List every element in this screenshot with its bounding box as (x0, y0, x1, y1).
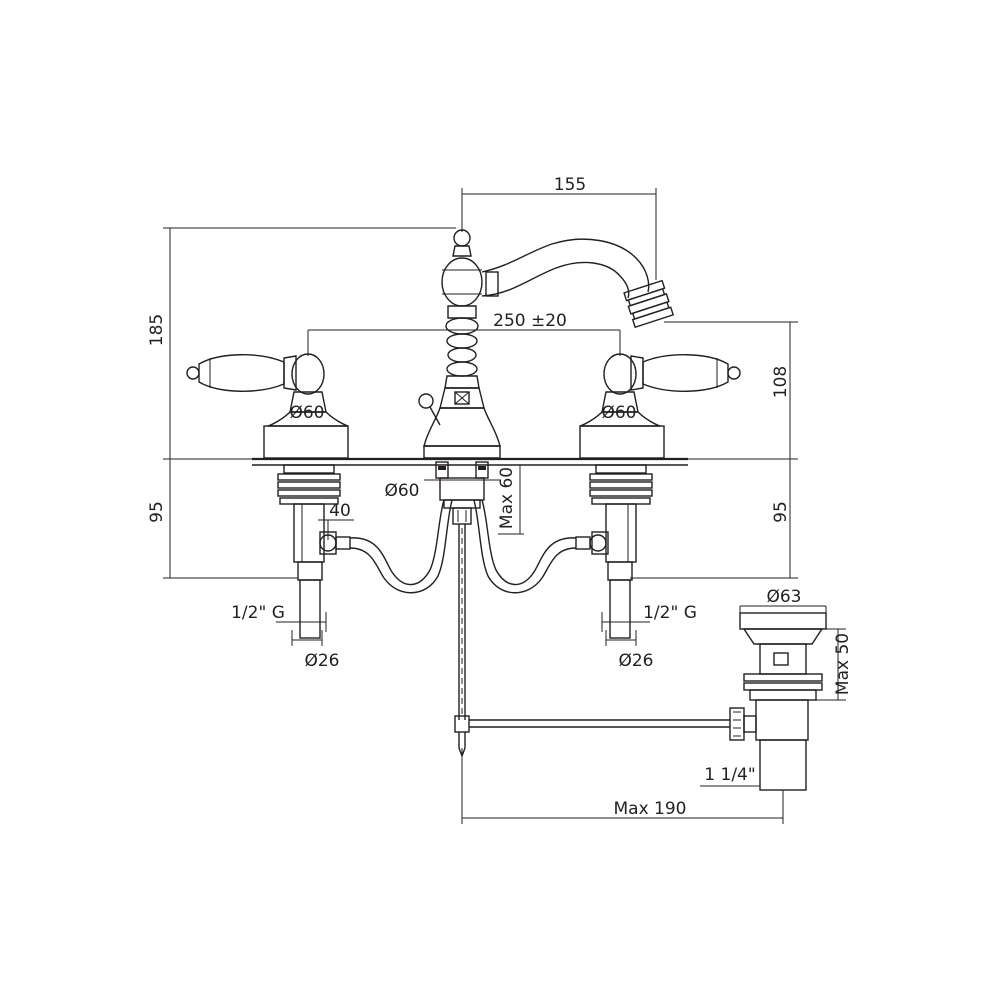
dim-left-handle-diameter: Ø60 (289, 403, 324, 423)
dim-base-diameter: Ø60 (384, 481, 419, 501)
dim-left-pipe-diameter: Ø26 (304, 651, 339, 671)
popup-rod (454, 524, 730, 758)
dim-left-thread: 1/2" G (231, 603, 285, 623)
dim-waste-thread: 1 1/4" (704, 765, 755, 785)
dim-rod-length: Max 190 (614, 799, 687, 819)
waste-assembly (729, 612, 827, 791)
right-flex-hose (473, 499, 577, 594)
dim-spout-reach: 155 (554, 175, 586, 195)
dim-right-pipe-diameter: Ø26 (618, 651, 653, 671)
left-valve-body (277, 464, 351, 639)
right-valve-body (575, 464, 653, 639)
dim-right-handle-diameter: Ø60 (601, 403, 636, 423)
dim-waste-diameter: Ø63 (766, 587, 801, 607)
spout-body (418, 229, 675, 459)
dim-right-thread: 1/2" G (643, 603, 697, 623)
dim-hose-offset: 40 (329, 501, 351, 521)
dim-waste-height: Max 50 (833, 633, 853, 695)
left-flex-hose (349, 499, 453, 594)
spout-mount (435, 461, 489, 525)
dim-left-shank: 95 (147, 501, 167, 523)
dim-overall-height: 185 (147, 314, 167, 346)
dimension-lines (163, 188, 846, 824)
dim-deck-thickness: Max 60 (497, 467, 517, 529)
dim-spout-height: 108 (771, 366, 791, 398)
dim-right-shank: 95 (771, 501, 791, 523)
left-handle (186, 353, 349, 459)
dim-centers: 250 ±20 (493, 311, 567, 331)
